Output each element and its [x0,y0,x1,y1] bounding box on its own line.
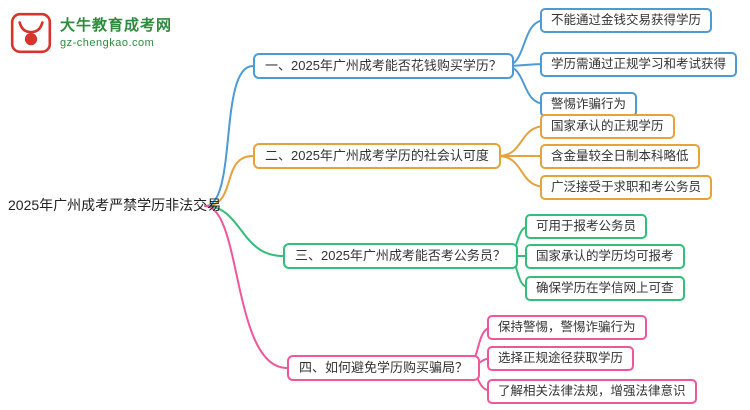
link-root-branch1 [204,65,254,207]
site-logo[interactable]: 大牛教育成考网 gz-chengkao.com [10,12,172,54]
connectors-branch-1 [204,19,547,207]
link-root-branch3 [204,205,284,257]
branch-node-4[interactable]: 四、如何避免学历购买骗局？ [287,355,481,381]
link-branch2-leaf3 [497,155,547,188]
leaf-node-2-2[interactable]: 含金量较全日制本科略低 [540,144,700,169]
link-branch2-leaf1 [497,125,547,157]
leaf-node-2-1[interactable]: 国家承认的正规学历 [540,114,675,139]
root-node[interactable]: 2025年广州成考严禁学历非法交易 [8,197,222,213]
logo-title: 大牛教育成考网 [60,17,173,34]
leaf-node-1-2[interactable]: 学历需通过正规学习和考试获得 [540,52,738,77]
link-root-branch2 [204,155,254,207]
leaf-node-4-2[interactable]: 选择正规途径获取学历 [487,346,635,371]
connectors-branch-2 [204,125,547,207]
link-root-branch4 [204,205,288,369]
logo-subtitle: gz-chengkao.com [60,37,155,49]
leaf-node-2-3[interactable]: 广泛接受于求职和考公务员 [540,175,713,200]
leaf-node-1-1[interactable]: 不能通过金钱交易获得学历 [540,8,713,33]
leaf-node-3-1[interactable]: 可用于报考公务员 [525,214,648,239]
leaf-node-4-1[interactable]: 保持警惕，警惕诈骗行为 [487,315,647,340]
branch-node-1[interactable]: 一、2025年广州成考能否花钱购买学历？ [253,53,514,79]
branch-node-2[interactable]: 二、2025年广州成考学历的社会认可度 [253,143,501,169]
branch-node-3[interactable]: 三、2025年广州成考能否考公务员？ [283,243,518,269]
leaf-node-4-3[interactable]: 了解相关法律法规，增强法律意识 [487,379,697,404]
logo-text: 大牛教育成考网 gz-chengkao.com [60,16,172,50]
bull-icon [10,12,52,54]
leaf-node-3-3[interactable]: 确保学历在学信网上可查 [525,276,685,301]
leaf-node-3-2[interactable]: 国家承认的学历均可报考 [525,244,685,269]
